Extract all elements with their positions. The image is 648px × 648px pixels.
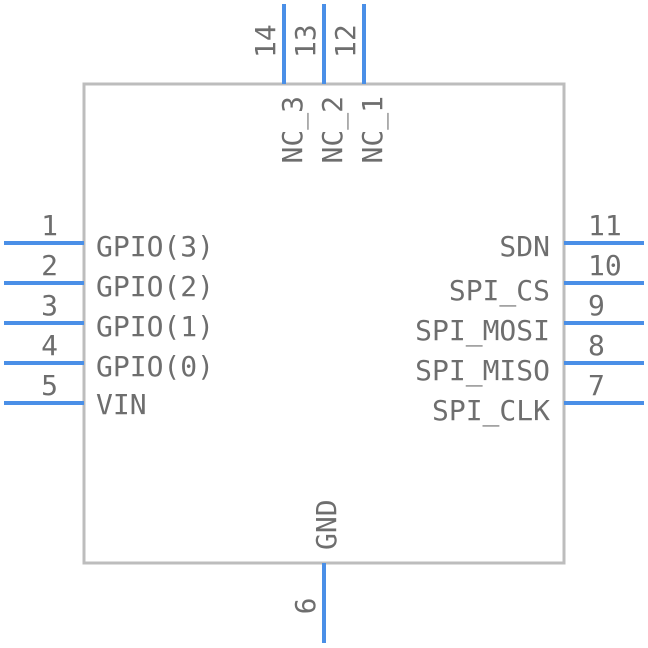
pin-number: 11 <box>588 209 622 242</box>
pin-number: 3 <box>41 289 58 322</box>
right-pin-10[interactable]: 10 SPI_CS <box>449 249 644 308</box>
pin-number: 12 <box>329 24 362 58</box>
right-pin-8[interactable]: 8 SPI_MISO <box>415 329 644 388</box>
top-pin-14[interactable]: 14 NC_3 <box>249 4 310 163</box>
right-pin-7[interactable]: 7 SPI_CLK <box>432 369 644 428</box>
right-pin-9[interactable]: 9 SPI_MOSI <box>415 289 644 348</box>
left-pin-3[interactable]: 3 GPIO(1) <box>4 289 214 343</box>
top-pin-13[interactable]: 13 NC_2 <box>289 4 350 163</box>
pin-number: 4 <box>41 329 58 362</box>
pin-name: GPIO(3) <box>96 230 214 263</box>
pin-name: GPIO(2) <box>96 270 214 303</box>
pin-name: SPI_CLK <box>432 394 550 428</box>
pin-number: 9 <box>588 289 605 322</box>
pin-name: GPIO(1) <box>96 310 214 343</box>
left-pin-5[interactable]: 5 VIN <box>4 369 147 421</box>
left-pin-4[interactable]: 4 GPIO(0) <box>4 329 214 383</box>
pin-name: SPI_MISO <box>415 354 550 388</box>
pin-number: 10 <box>588 249 622 282</box>
right-pin-11[interactable]: 11 SDN <box>499 209 644 263</box>
pin-number: 8 <box>588 329 605 362</box>
pin-name: GND <box>310 499 343 550</box>
pin-name: SPI_CS <box>449 274 550 308</box>
pin-number: 14 <box>249 24 282 58</box>
left-pin-1[interactable]: 1 GPIO(3) <box>4 209 214 263</box>
pin-name: NC_1 <box>356 96 390 163</box>
pin-name: GPIO(0) <box>96 350 214 383</box>
left-pin-2[interactable]: 2 GPIO(2) <box>4 249 214 303</box>
pin-name: NC_3 <box>276 96 310 163</box>
pin-name: SPI_MOSI <box>415 314 550 348</box>
pin-number: 6 <box>289 598 322 615</box>
pin-name: NC_2 <box>316 96 350 163</box>
pin-number: 1 <box>41 209 58 242</box>
pin-number: 13 <box>289 24 322 58</box>
bottom-pin-6[interactable]: 6 GND <box>289 499 343 643</box>
pin-number: 7 <box>588 369 605 402</box>
pin-number: 5 <box>41 369 58 402</box>
pin-name: VIN <box>96 388 147 421</box>
pin-number: 2 <box>41 249 58 282</box>
pin-name: SDN <box>499 230 550 263</box>
top-pin-12[interactable]: 12 NC_1 <box>329 4 390 163</box>
